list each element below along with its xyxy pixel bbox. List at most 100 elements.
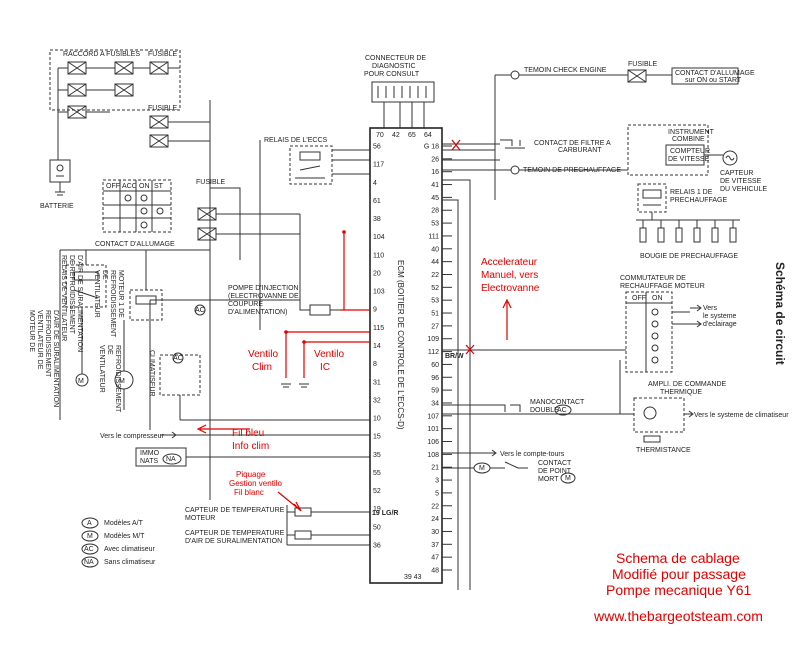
ac-tag-icon — [172, 352, 184, 364]
fuse-cross-icon — [149, 61, 169, 75]
ecm-pin-label: 32 — [373, 397, 381, 404]
batterie-label: BATTERIE — [40, 203, 74, 210]
ecm-pin-label: 28 — [431, 208, 439, 215]
red-arrow-left-icon — [196, 424, 250, 434]
contact-dot-icon — [651, 332, 659, 340]
ecm-pin-label: 52 — [431, 285, 439, 292]
fan-wires — [59, 249, 210, 420]
ventilo-clim-label-2: Clim — [252, 362, 272, 373]
bottom-left-group: Vers le compresseur IMMO NATS NA CAPTEUR… — [100, 419, 370, 546]
fusible-label-1: FUSIBLE — [148, 51, 178, 58]
thermistance-label: THERMISTANCE — [636, 447, 691, 454]
lower-wires — [442, 360, 634, 415]
injection-pump-group: POMPE D'INJECTION (ELECTROVANNE DE COUPU… — [149, 285, 370, 430]
vent-ref-label-2: VENTILATEUR DE — [36, 310, 43, 370]
ecm-pin-label: 55 — [373, 470, 381, 477]
ecm-pin-label: 44 — [431, 259, 439, 266]
vers-eclairage-label-3: d'eclairage — [703, 321, 737, 328]
ecm-pin-label: 42 — [392, 132, 400, 139]
ecm-pin-label: 52 — [373, 488, 381, 495]
vers-clim-label: Vers le systeme de climatiseur — [694, 412, 789, 419]
ecm-pin-label: 117 — [373, 162, 384, 169]
glow-plug-icon — [729, 227, 737, 243]
legend-item: M Modèles M/T — [81, 530, 145, 542]
manocontact-label-2: DOUBLE — [530, 407, 559, 414]
fil-bleu-label-2: Info clim — [232, 441, 269, 452]
ecm-pin-label: 108 — [427, 452, 439, 459]
motor-m-label-2: M — [78, 378, 84, 385]
m-tag-label: M — [479, 465, 485, 472]
sensor-resistor-icon — [294, 530, 312, 540]
sw-st-label: ST — [154, 183, 164, 190]
ecm-pin-label: 115 — [373, 325, 384, 332]
ecm-pin-label: 112 — [428, 349, 439, 356]
ecm-pin-label: 106 — [427, 439, 439, 446]
ecm-pin-label: 15 — [373, 434, 381, 441]
legend-tag: AC — [84, 546, 94, 553]
ecm-pin-label: 109 — [427, 336, 439, 343]
ecm-pin-label: 96 — [431, 375, 439, 382]
fan-relay-icon — [135, 295, 157, 305]
ecm-pin-label: 35 — [373, 452, 381, 459]
glow-plug-wires — [636, 212, 740, 228]
contact-dot-icon — [651, 356, 659, 364]
contact-allumage-label: CONTACT D'ALLUMAGE — [95, 241, 175, 248]
ecm-pin-label: 40 — [431, 246, 439, 253]
ecm-pin-label: 107 — [427, 413, 439, 420]
legend-item: NA Sans climatiseur — [81, 556, 156, 568]
sensor-wires — [286, 505, 370, 546]
legend-tag: M — [87, 533, 93, 540]
fuse-icon — [627, 69, 647, 83]
ecm-pin-label: 5 — [435, 490, 439, 497]
glow-plug-icon — [675, 227, 683, 243]
vers-eclairage-label-2: le systeme — [703, 313, 737, 320]
glow-plugs — [636, 212, 740, 243]
sw-off-label-2: OFF — [632, 295, 646, 302]
ecm-pin-label: 27 — [431, 323, 439, 330]
ecm-pin-label: 30 — [431, 529, 439, 536]
ecm-left-pins: 5611746138104110201039115148313210153555… — [373, 144, 385, 550]
vent-ref-label-4: D'AIR DE SURALIMENTATION — [52, 310, 59, 407]
vers-compresseur-label: Vers le compresseur — [100, 433, 164, 440]
ecm-pin-label: 103 — [373, 289, 385, 296]
fuse-cross-icon — [67, 105, 87, 119]
contact-filtre-label-2: CARBURANT — [558, 147, 602, 154]
ecm-pin-label: 38 — [373, 216, 381, 223]
moteur-vent-label-3: REFROIDISSEMENT — [114, 345, 121, 413]
ecm-pin-label: 22 — [431, 503, 439, 510]
ampli-label-1: AMPLI. DE COMMANDE — [648, 381, 727, 388]
red-annotations: Accelerateur Manuel, vers Electrovanne V… — [196, 139, 763, 624]
ecm-pin-label: 61 — [373, 198, 381, 205]
vent-moteur-label-1: VENTILATEUR — [93, 270, 100, 318]
heater-switch-box — [625, 291, 673, 373]
relais-prechauffage-label-1: RELAIS 1 DE — [670, 189, 713, 196]
contact-dot-icon — [651, 320, 659, 328]
relais-vent-label-3: D'AIR DE SURALIMENTATION — [76, 255, 83, 352]
diag-connector-icon — [371, 81, 435, 103]
m-tag-icon — [560, 472, 576, 484]
ac-tag-label: AC — [557, 407, 567, 414]
ecm-pin-label: 70 — [376, 132, 384, 139]
fusible-label-4: FUSIBLE — [628, 61, 658, 68]
ecm-pin-label: 26 — [431, 156, 439, 163]
vent-moteur-label-3: REFROIDISSEMENT — [109, 270, 116, 338]
contact-allumage-on-1: CONTACT D'ALLUMAGE — [675, 70, 755, 77]
contact-dot-icon — [156, 207, 164, 215]
ecm-block: CONNECTEUR DE DIAGNOSTIC POUR CONSULT EC… — [364, 55, 464, 584]
eccs-relay-box — [289, 145, 333, 185]
contact-point-label-1: CONTACT — [538, 460, 572, 467]
schema-label-2: Modifié pour passage — [612, 566, 746, 582]
schema-label-1: Schema de cablage — [616, 550, 740, 566]
right-lower-group: MANOCONTACT DOUBLE AC AMPLI. DE COMMANDE… — [442, 179, 789, 590]
relay-icon — [642, 189, 662, 206]
fuse-cross-icon — [114, 83, 134, 97]
vent-ref-label-1: MOTEUR DE — [28, 310, 35, 352]
bougie-label: BOUGIE DE PRECHAUFFAGE — [640, 253, 738, 260]
motor-m-label: M — [119, 378, 125, 385]
immo-label-1: IMMO — [140, 450, 160, 457]
vent-ref-label-3: REFROIDISSEMENT — [44, 310, 51, 378]
fuse-block-group: RACCORD A FUSIBLES FUSIBLE FUSIBLE BATTE… — [40, 49, 211, 500]
fuse-cross-icon — [67, 61, 87, 75]
ecm-box — [369, 127, 443, 584]
fil-bleu-label-1: Fil bleu — [232, 428, 264, 439]
